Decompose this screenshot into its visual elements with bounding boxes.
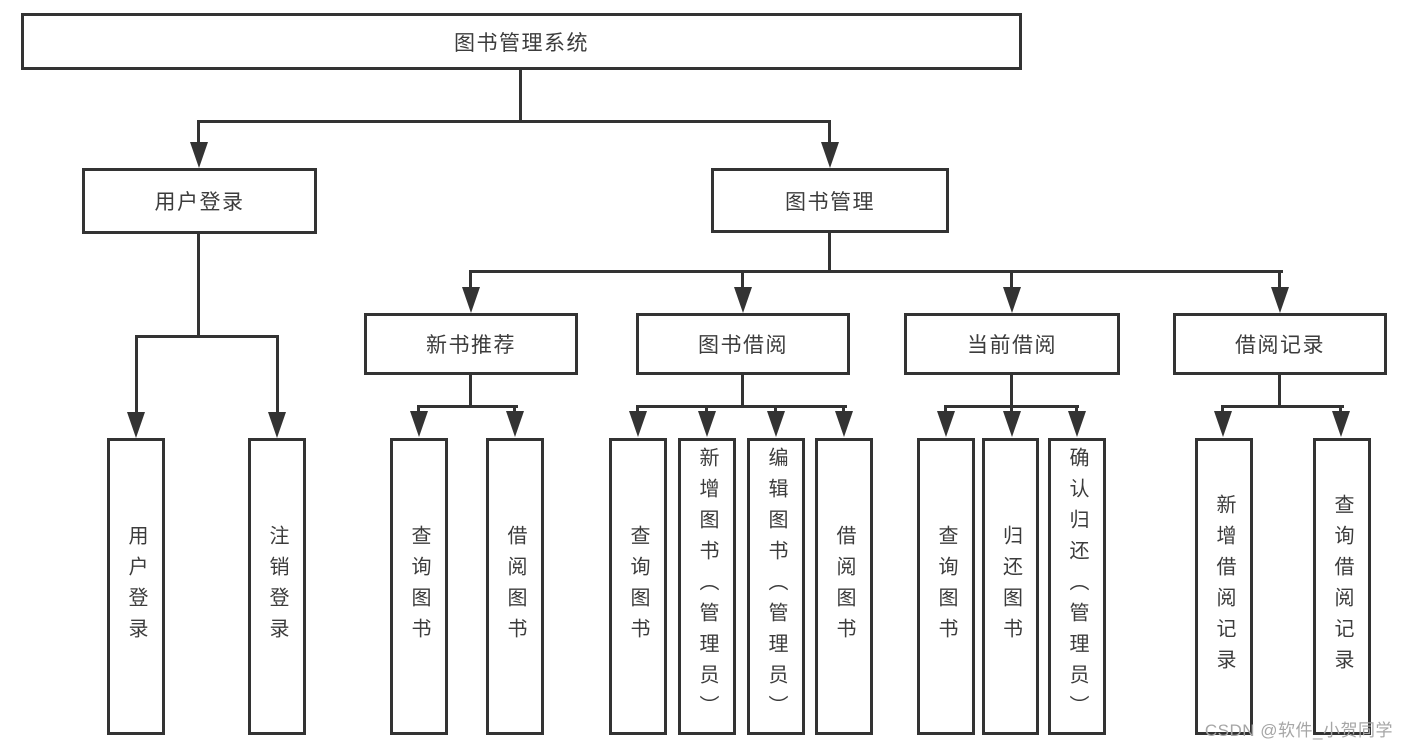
node-borrowing-records: 借阅记录 bbox=[1173, 313, 1387, 375]
node-book-management: 图书管理 bbox=[711, 168, 949, 233]
connector-line bbox=[197, 120, 831, 123]
connector-line bbox=[135, 338, 138, 412]
arrowhead-down-icon bbox=[1332, 411, 1350, 437]
node-label: 归还图书 bbox=[999, 524, 1022, 649]
arrowhead-down-icon bbox=[1003, 287, 1021, 313]
connector-line bbox=[1010, 408, 1013, 413]
connector-line bbox=[944, 405, 1079, 408]
node-leaf-edit-books-admin: 编辑图书（管理员） bbox=[747, 438, 805, 735]
node-label: 查询图书 bbox=[935, 524, 957, 649]
arrowhead-down-icon bbox=[506, 411, 524, 437]
node-user-login: 用户登录 bbox=[82, 168, 317, 234]
arrowhead-down-icon bbox=[767, 411, 785, 437]
connector-line bbox=[1075, 408, 1078, 413]
connector-line bbox=[636, 405, 847, 408]
connector-line bbox=[469, 273, 472, 287]
arrowhead-down-icon bbox=[462, 287, 480, 313]
arrowhead-down-icon bbox=[937, 411, 955, 437]
node-label: 图书管理系统 bbox=[454, 31, 589, 55]
connector-line bbox=[469, 270, 1283, 273]
node-leaf-borrow-books-newbook: 借阅图书 bbox=[486, 438, 544, 735]
connector-line bbox=[828, 123, 831, 142]
connector-line bbox=[135, 335, 279, 338]
arrowhead-down-icon bbox=[734, 287, 752, 313]
connector-line bbox=[417, 408, 420, 413]
arrowhead-down-icon bbox=[190, 142, 208, 168]
node-leaf-add-borrow-record: 新增借阅记录 bbox=[1195, 438, 1253, 735]
node-leaf-logout: 注销登录 bbox=[248, 438, 306, 735]
arrowhead-down-icon bbox=[127, 412, 145, 438]
node-label: 用户登录 bbox=[154, 191, 245, 214]
node-leaf-query-books-current: 查询图书 bbox=[917, 438, 975, 735]
connector-line bbox=[197, 234, 200, 338]
node-leaf-query-borrow-record: 查询借阅记录 bbox=[1313, 438, 1371, 735]
node-label: 编辑图书（管理员） bbox=[765, 447, 787, 726]
arrowhead-down-icon bbox=[410, 411, 428, 437]
node-label: 查询图书 bbox=[627, 524, 649, 649]
node-label: 用户登录 bbox=[125, 524, 147, 649]
connector-line bbox=[1221, 408, 1224, 413]
node-label: 新增借阅记录 bbox=[1213, 493, 1235, 680]
connector-line bbox=[741, 375, 744, 408]
node-leaf-query-books-borrow: 查询图书 bbox=[609, 438, 667, 735]
connector-line bbox=[1278, 375, 1281, 408]
node-label: 图书管理 bbox=[785, 190, 875, 214]
arrowhead-down-icon bbox=[1068, 411, 1086, 437]
node-book-borrowing: 图书借阅 bbox=[636, 313, 850, 375]
node-current-borrowing: 当前借阅 bbox=[904, 313, 1120, 375]
node-leaf-user-login: 用户登录 bbox=[107, 438, 165, 735]
connector-line bbox=[1010, 273, 1013, 287]
node-leaf-confirm-return-admin: 确认归还（管理员） bbox=[1048, 438, 1106, 735]
arrowhead-down-icon bbox=[835, 411, 853, 437]
connector-line bbox=[828, 233, 831, 273]
node-library-management-system: 图书管理系统 bbox=[21, 13, 1022, 70]
node-label: 确认归还（管理员） bbox=[1066, 447, 1088, 726]
connector-line bbox=[842, 408, 845, 413]
connector-line bbox=[944, 408, 947, 413]
connector-line bbox=[276, 338, 279, 412]
node-label: 新书推荐 bbox=[426, 334, 516, 357]
node-leaf-add-books-admin: 新增图书（管理员） bbox=[678, 438, 736, 735]
arrowhead-down-icon bbox=[1271, 287, 1289, 313]
arrowhead-down-icon bbox=[629, 411, 647, 437]
node-leaf-borrow-books-borrow: 借阅图书 bbox=[815, 438, 873, 735]
arrowhead-down-icon bbox=[268, 412, 286, 438]
node-label: 当前借阅 bbox=[967, 334, 1057, 357]
connector-line bbox=[636, 408, 639, 413]
node-label: 查询借阅记录 bbox=[1331, 493, 1353, 680]
node-label: 借阅图书 bbox=[833, 524, 855, 649]
connector-line bbox=[705, 408, 708, 413]
connector-line bbox=[1278, 273, 1281, 287]
csdn-watermark: CSDN @软件_小贺同学 bbox=[1204, 721, 1393, 740]
node-leaf-query-books-newbook: 查询图书 bbox=[390, 438, 448, 735]
connector-line bbox=[513, 408, 516, 413]
arrowhead-down-icon bbox=[821, 142, 839, 168]
connector-line bbox=[197, 123, 200, 142]
node-new-book-recommendation: 新书推荐 bbox=[364, 313, 578, 375]
connector-line bbox=[469, 375, 472, 408]
connector-line bbox=[1010, 375, 1013, 408]
node-leaf-return-books: 归还图书 bbox=[982, 438, 1039, 735]
arrowhead-down-icon bbox=[1003, 411, 1021, 437]
connector-line bbox=[1339, 408, 1342, 413]
node-label: 新增图书（管理员） bbox=[696, 447, 718, 726]
arrowhead-down-icon bbox=[1214, 411, 1232, 437]
connector-line bbox=[417, 405, 518, 408]
node-label: 查询图书 bbox=[408, 524, 430, 649]
connector-line bbox=[519, 70, 522, 123]
node-label: 借阅图书 bbox=[504, 524, 526, 649]
node-label: 借阅记录 bbox=[1235, 334, 1325, 357]
connector-line bbox=[774, 408, 777, 413]
node-label: 图书借阅 bbox=[698, 334, 788, 357]
node-label: 注销登录 bbox=[266, 524, 288, 649]
arrowhead-down-icon bbox=[698, 411, 716, 437]
connector-line bbox=[741, 273, 744, 287]
connector-line bbox=[1221, 405, 1344, 408]
